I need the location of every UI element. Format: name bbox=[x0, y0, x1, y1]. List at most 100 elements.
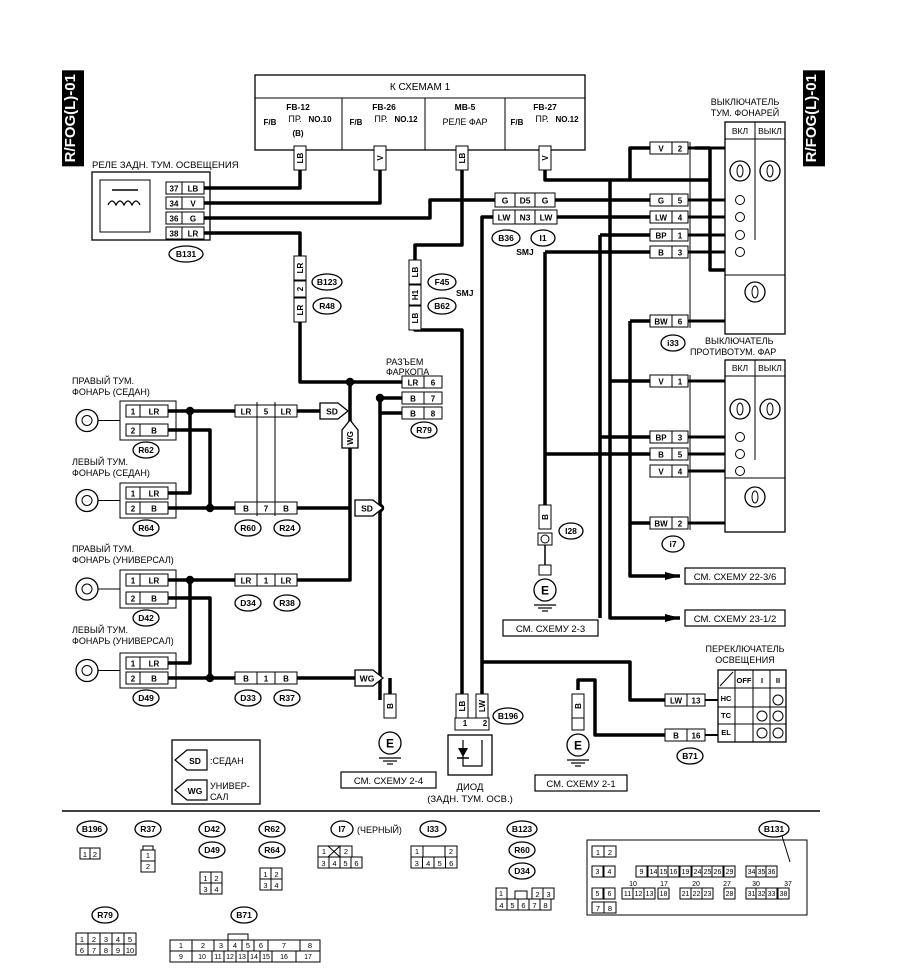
list-r6x-r2-cell bbox=[270, 878, 283, 891]
list-i33-r2-num: 4 bbox=[426, 859, 430, 868]
lamp-wire: LR bbox=[149, 660, 160, 669]
lamp-connector-R64-badge bbox=[132, 519, 160, 537]
list-i7-r2-num: 5 bbox=[343, 859, 347, 868]
ref-23-box bbox=[684, 609, 786, 627]
list-r6x-r2-num: 3 bbox=[263, 881, 267, 890]
list-r79-badge bbox=[91, 906, 119, 924]
list-b131-num: 22 bbox=[693, 891, 701, 898]
list-b131-cell bbox=[723, 865, 736, 878]
junction-lamp3 bbox=[185, 575, 195, 585]
lamp-pin: 2 bbox=[131, 427, 136, 436]
list-b131-r5-num: 8 bbox=[608, 904, 612, 913]
list-b131-cell bbox=[701, 887, 714, 900]
d34-connector-id: D34 bbox=[240, 598, 256, 608]
junction-b bbox=[375, 393, 385, 403]
legend-sd: SD bbox=[189, 756, 201, 766]
ground-wire-2-4-label: B bbox=[386, 703, 395, 709]
list-r6x-r1-num: 1 bbox=[263, 870, 267, 879]
list-r79-r2-cell bbox=[123, 943, 137, 956]
list-b131-cell bbox=[591, 887, 604, 900]
list-b71-num: 4 bbox=[233, 941, 237, 950]
list-b131-r3-num: 17 bbox=[660, 881, 668, 888]
wg-arrow-1 bbox=[341, 418, 359, 449]
list-b131-num: 11 bbox=[624, 891, 631, 898]
diode-label2: (ЗАДН. ТУМ. ОСВ.) bbox=[427, 794, 513, 805]
wire-to-ref22 bbox=[628, 321, 680, 578]
list-b131-num: 14 bbox=[650, 869, 658, 876]
fog-lamp-icon-3 bbox=[75, 658, 99, 683]
lamp-wire: B bbox=[151, 595, 157, 604]
list-b71-num: 6 bbox=[259, 941, 263, 950]
ref-2-3-box bbox=[502, 619, 599, 637]
list-b196-pins-num: 1 bbox=[83, 850, 87, 859]
list-r79-r2-num: 8 bbox=[104, 946, 108, 955]
lb-joint-bottom-box bbox=[408, 305, 422, 331]
list-b131-id: B131 bbox=[764, 824, 785, 834]
front-fog-switch-lamp bbox=[744, 486, 766, 508]
front-fog-pin: 1 bbox=[678, 378, 683, 387]
top-section-mid: ПР. bbox=[288, 114, 301, 124]
list-r79-r1-num: 3 bbox=[104, 935, 108, 944]
ref-2-4-box bbox=[340, 771, 437, 789]
list-b131-cell bbox=[765, 887, 778, 900]
list-r64-id: R64 bbox=[264, 845, 280, 855]
list-i7-r2-num: 6 bbox=[354, 859, 358, 868]
ground-wire-2-1-label: B bbox=[574, 703, 583, 709]
lamp1-b bbox=[168, 428, 212, 508]
front-fog-switch-lamp-filament bbox=[751, 490, 759, 504]
i28-connector-icon bbox=[540, 534, 550, 544]
list-b131-num: 16 bbox=[670, 869, 678, 876]
fog-lamp-icon-2-filament bbox=[81, 583, 93, 595]
top-section-num: NO.12 bbox=[394, 115, 418, 124]
trailer-label2: ФАРКОПА bbox=[386, 367, 429, 377]
list-b131-num: 33 bbox=[768, 891, 776, 898]
list-r37-pin2: 2 bbox=[146, 862, 150, 871]
light-switch-contact-icon bbox=[772, 694, 784, 706]
lr-joint-top-box bbox=[293, 255, 307, 281]
list-r79-r2-num: 9 bbox=[116, 946, 120, 955]
light-switch-diagonal bbox=[719, 671, 734, 687]
wg-arrow-1-text: WG bbox=[346, 431, 355, 445]
diode-label1: ДИОД bbox=[457, 782, 484, 793]
top-connector-box bbox=[254, 74, 586, 151]
light-switch-row-label: EL bbox=[721, 728, 731, 737]
light-switch-contact-icon bbox=[772, 727, 784, 739]
lamp-connector-D42-id: D42 bbox=[138, 613, 154, 623]
lamp-pin: 2 bbox=[131, 595, 136, 604]
fog-switch-pin: 2 bbox=[678, 145, 683, 154]
trailer-label1: РАЗЪЕМ bbox=[386, 357, 423, 367]
switch-contact-icon bbox=[735, 212, 745, 222]
list-b131-num: 32 bbox=[758, 891, 766, 898]
ref-2-3: СМ. СХЕМУ 2-3 bbox=[516, 624, 585, 635]
trailer-pin: 6 bbox=[431, 379, 436, 388]
list-b131-pointer bbox=[781, 835, 791, 863]
list-r60-badge bbox=[508, 841, 536, 859]
i33-connector-badge bbox=[660, 334, 686, 352]
list-i33-r2-num: 6 bbox=[449, 859, 453, 868]
list-b131-cell bbox=[591, 865, 604, 878]
front-fog-switch-on: ВКЛ bbox=[732, 363, 748, 373]
list-r79-r2-num: 6 bbox=[80, 946, 84, 955]
lamp4-lr bbox=[168, 580, 192, 665]
top-section-code: MB-5 bbox=[455, 102, 476, 112]
list-r37-id: R37 bbox=[140, 824, 156, 834]
ground-2-4-letter: E bbox=[386, 737, 394, 751]
list-b131-cell bbox=[643, 887, 656, 900]
list-r6x-r1-num: 2 bbox=[274, 870, 278, 879]
list-b71-num: 7 bbox=[282, 941, 286, 950]
front-fog-wire: V bbox=[658, 468, 664, 477]
b196-connector-badge bbox=[492, 707, 524, 725]
list-r62-id: R62 bbox=[264, 824, 280, 834]
trailer-wire: LR bbox=[408, 379, 419, 388]
inline-d34-wire-l-label: LR bbox=[241, 577, 252, 586]
r37-connector-badge bbox=[273, 689, 301, 707]
list-b131-cell bbox=[765, 865, 778, 878]
list-b71-num: 16 bbox=[280, 954, 288, 961]
fog-switch-wire: B bbox=[658, 249, 664, 258]
trailer-pin-box bbox=[423, 391, 443, 405]
list-b131-num: 36 bbox=[768, 869, 776, 876]
ref-22-box bbox=[684, 567, 786, 585]
list-b131-num: 34 bbox=[748, 869, 756, 876]
lamp-connector-R64-id: R64 bbox=[138, 523, 154, 533]
